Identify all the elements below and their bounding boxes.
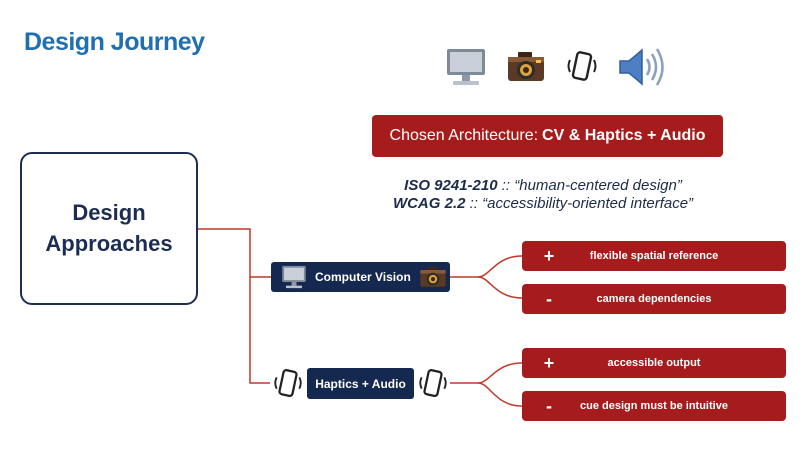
ha-con-box: - cue design must be intuitive	[522, 391, 786, 421]
approach-haptics-audio: Haptics + Audio	[307, 368, 414, 399]
camera-icon	[420, 266, 446, 287]
minus-sign: -	[546, 395, 552, 416]
architecture-prefix: Chosen Architecture:	[389, 127, 539, 144]
cv-con-box: - camera dependencies	[522, 284, 786, 314]
modality-icons-row	[440, 42, 670, 92]
architecture-choice: CV & Haptics + Audio	[542, 127, 706, 144]
computer-monitor-icon	[282, 265, 306, 289]
standard-code: WCAG 2.2	[392, 195, 466, 212]
con-text: cue design must be intuitive	[580, 400, 728, 412]
standard-wcag: WCAG 2.2 :: “accessibility-oriented inte…	[0, 195, 806, 212]
approach-label: Computer Vision	[315, 270, 411, 284]
approach-label: Haptics + Audio	[315, 376, 406, 391]
minus-sign: -	[546, 288, 552, 309]
cv-pro-box: + flexible spatial reference	[522, 241, 786, 271]
approach-computer-vision: Computer Vision	[271, 262, 450, 292]
chosen-architecture-banner: Chosen Architecture: CV & Haptics + Audi…	[372, 115, 723, 157]
ha-pro-box: + accessible output	[522, 348, 786, 378]
standard-description: “human-centered design”	[514, 177, 682, 194]
standard-separator: ::	[497, 177, 515, 194]
computer-monitor-icon	[447, 49, 485, 85]
vibrating-phone-icon	[274, 369, 302, 398]
standard-iso: ISO 9241-210 :: “human-centered design”	[0, 177, 806, 194]
vibrating-phone-icon	[419, 369, 447, 398]
camera-icon	[508, 52, 544, 81]
pro-text: flexible spatial reference	[589, 250, 719, 262]
standard-description: “accessibility-oriented interface”	[482, 195, 694, 212]
pro-text: accessible output	[607, 357, 701, 369]
speaker-icon	[619, 48, 664, 86]
standard-separator: ::	[465, 195, 483, 212]
page-title: Design Journey	[24, 28, 205, 56]
plus-sign: +	[543, 352, 555, 373]
design-approaches-node: Design Approaches	[20, 152, 198, 305]
vibrating-phone-icon	[567, 51, 597, 81]
standard-code: ISO 9241-210	[404, 177, 498, 194]
root-label-line2: Approaches	[45, 230, 173, 256]
root-label-line1: Design	[72, 200, 146, 226]
con-text: camera dependencies	[596, 293, 712, 305]
plus-sign: +	[543, 245, 555, 266]
